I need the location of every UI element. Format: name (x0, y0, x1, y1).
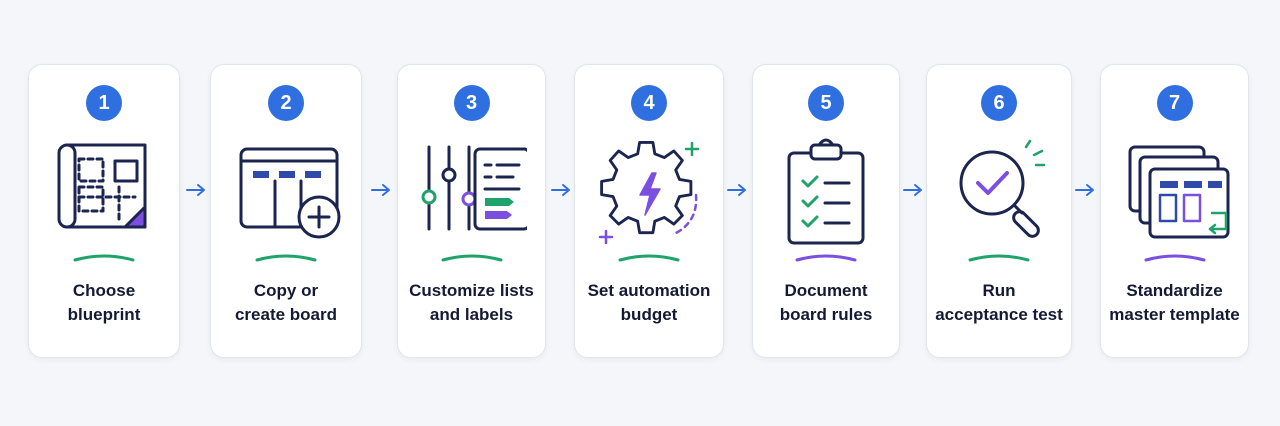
step-number-badge: 5 (808, 85, 844, 121)
arrow-right-icon (1074, 182, 1096, 198)
step-label: Document board rules (759, 279, 893, 327)
step-label-line: Customize lists (409, 281, 534, 300)
step-card-7: 7 Standardize master template (1100, 64, 1249, 358)
step-label-line: master template (1109, 305, 1240, 324)
step-label-line: Choose (72, 281, 136, 300)
step-number-badge: 2 (268, 85, 304, 121)
step-label-line: Standardize (1126, 281, 1223, 300)
step-label-line: create board (234, 305, 338, 324)
step-card-3: 3 Customize lists and labels (397, 64, 546, 358)
step-card-1: 1 Choose blueprint (28, 64, 180, 358)
step-label-line: blueprint (67, 305, 141, 324)
step-underline (440, 251, 504, 263)
step-label: Copy or create board (217, 279, 355, 327)
step-number-badge: 3 (453, 85, 490, 121)
step-label-line: Document (784, 281, 868, 300)
step-label-line: acceptance test (935, 305, 1063, 324)
step-label-line: and labels (429, 305, 514, 324)
step-label: Customize lists and labels (404, 279, 539, 327)
step-label-line: board rules (779, 305, 873, 324)
step-label: Standardize master template (1107, 279, 1242, 327)
step-number-badge: 7 (1156, 85, 1193, 121)
step-card-2: 2 Copy or create board (210, 64, 362, 358)
step-label-line: budget (620, 305, 678, 324)
gear-bolt-icon (594, 137, 704, 252)
step-number-badge: 1 (86, 85, 122, 121)
step-underline (617, 251, 681, 263)
step-label: Set automation budget (581, 279, 717, 327)
arrow-right-icon (726, 182, 748, 198)
magnifier-check-icon (944, 137, 1054, 252)
step-label-line: Copy or (253, 281, 319, 300)
arrow-right-icon (185, 182, 207, 198)
step-underline (72, 251, 136, 263)
arrow-right-icon (370, 182, 392, 198)
step-label: Choose blueprint (35, 279, 173, 327)
blueprint-icon (49, 137, 159, 252)
step-card-6: 6 Run acceptance test (926, 64, 1072, 358)
step-card-5: 5 Document board rules (752, 64, 900, 358)
step-number-badge: 6 (981, 85, 1017, 121)
step-underline (967, 251, 1031, 263)
board-add-icon (231, 137, 341, 252)
step-label: Run acceptance test (933, 279, 1065, 327)
step-label-line: Run (982, 281, 1016, 300)
step-underline (254, 251, 318, 263)
step-number-badge: 4 (631, 85, 667, 121)
step-underline (1143, 251, 1207, 263)
step-label-line: Set automation (587, 281, 711, 300)
arrow-right-icon (550, 182, 572, 198)
clipboard-checklist-icon (771, 137, 881, 252)
stacked-templates-icon (1120, 137, 1230, 252)
arrow-right-icon (902, 182, 924, 198)
sliders-labels-icon (417, 137, 527, 252)
step-card-4: 4 Set automation budget (574, 64, 724, 358)
step-underline (794, 251, 858, 263)
